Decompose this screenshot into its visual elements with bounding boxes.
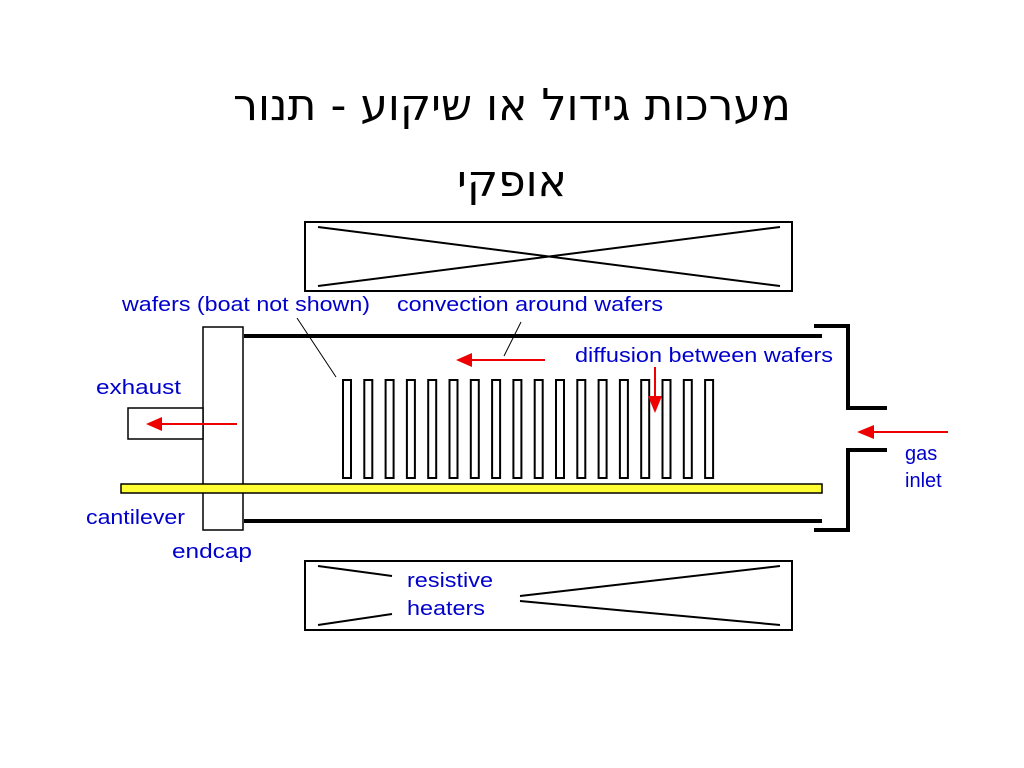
wafer [597, 379, 608, 479]
wafer [618, 379, 629, 479]
wafer [491, 379, 502, 479]
wafer [661, 379, 672, 479]
wafer [576, 379, 587, 479]
wafer [682, 379, 693, 479]
gas-inlet-arrow [857, 425, 948, 439]
cantilever-label: cantilever [86, 507, 185, 529]
heaters-label: heaters [407, 598, 485, 620]
wafer [704, 379, 715, 479]
cantilever-bar [120, 483, 823, 494]
wafer-stack [342, 379, 715, 479]
diffusion-label: diffusion between wafers [575, 345, 833, 367]
wafer [469, 379, 480, 479]
resistive-label: resistive [407, 570, 493, 592]
endcap [127, 326, 244, 531]
slide-title: מערכות גידול או שיקוע - תנור אופקי [0, 68, 1024, 220]
inlet-label: inlet [905, 470, 942, 492]
gas-inlet-cap [814, 324, 887, 532]
wafer [405, 379, 416, 479]
exhaust-arrow [146, 417, 237, 431]
diffusion-arrow [648, 367, 662, 413]
wafers-leader-line [296, 317, 337, 378]
wafer [533, 379, 544, 479]
wafer [640, 379, 651, 479]
wafer [512, 379, 523, 479]
wafer [363, 379, 374, 479]
wafer [342, 379, 352, 479]
wafer [427, 379, 438, 479]
wafer [448, 379, 459, 479]
top-heater [304, 221, 793, 292]
wafer [555, 379, 565, 479]
exhaust-label: exhaust [96, 377, 182, 399]
convection-label: convection around wafers [397, 294, 663, 316]
convection-arrow [456, 353, 545, 367]
wafer [384, 379, 395, 479]
endcap-label: endcap [172, 541, 252, 563]
title-line-1: מערכות גידול או שיקוע - תנור [233, 80, 791, 131]
convection-leader-line [503, 321, 522, 357]
title-line-2: אופקי [457, 156, 567, 207]
wafers-label: wafers (boat not shown) [121, 294, 370, 316]
bottom-heater [304, 560, 793, 631]
gas-label: gas [905, 443, 937, 465]
